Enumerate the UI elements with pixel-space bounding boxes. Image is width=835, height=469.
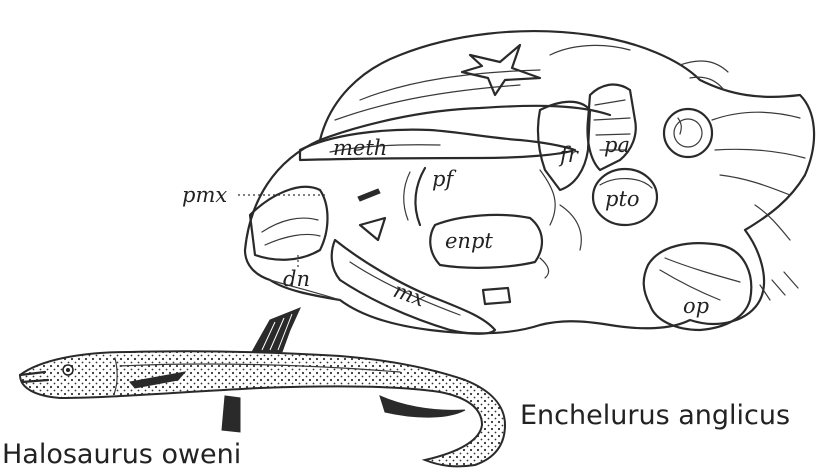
label-pf: pf — [432, 167, 456, 191]
pelvic-fin — [222, 396, 240, 432]
small-triangle — [360, 218, 385, 240]
pf-hatch — [404, 172, 410, 220]
posterior-rays — [760, 272, 798, 300]
label-enpt: enpt — [445, 229, 493, 253]
roof-hatch-3 — [550, 45, 630, 55]
eye-ring — [664, 109, 712, 157]
pa-bone — [588, 85, 636, 170]
caption-skull: Enchelurus anglicus — [520, 400, 790, 431]
label-dn: dn — [283, 267, 310, 291]
anal-fin — [380, 396, 465, 417]
label-op: op — [683, 294, 709, 318]
eye-inner — [674, 119, 702, 147]
small-square — [483, 288, 510, 304]
label-pto: pto — [605, 187, 640, 211]
skull-outline — [245, 31, 814, 333]
caption-fish: Halosaurus oweni — [2, 439, 241, 469]
label-mx: mx — [390, 278, 428, 311]
pf-bone — [415, 168, 425, 225]
dorsal-fin — [252, 308, 300, 352]
label-pa: pa — [604, 133, 630, 157]
top-right-hatch — [680, 61, 728, 90]
label-pmx: pmx — [182, 183, 227, 207]
enpt-hook — [540, 258, 549, 278]
pf-slash — [358, 189, 380, 201]
pmx-bone — [250, 187, 328, 260]
mid-hatch — [540, 170, 581, 250]
fish-pupil — [66, 368, 70, 372]
pmx-hatch-2 — [265, 234, 320, 245]
label-fr: fr — [558, 143, 580, 167]
label-meth: meth — [333, 136, 387, 160]
pmx-hatch — [262, 218, 318, 232]
skull-drawing — [238, 31, 814, 334]
